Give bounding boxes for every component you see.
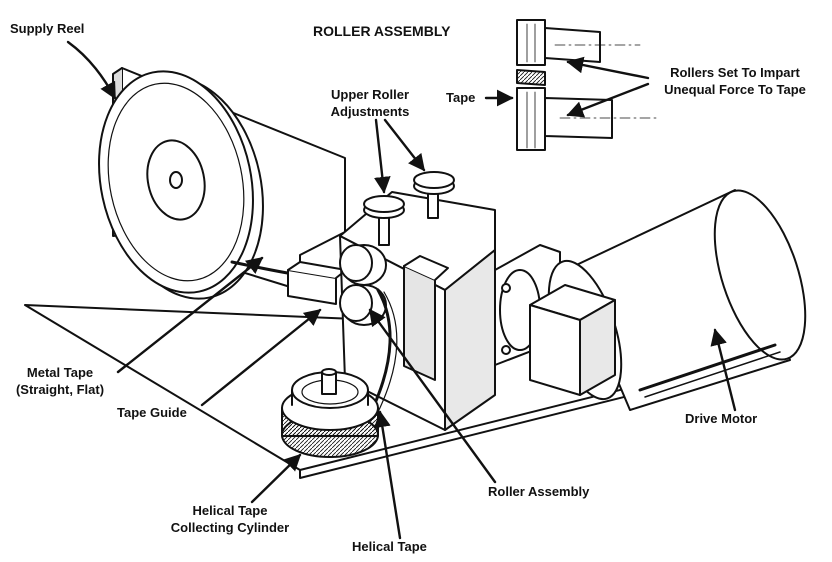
label-helical-tape: Helical Tape	[352, 539, 427, 554]
label-upper-roller-line2: Adjustments	[330, 104, 410, 119]
supply-reel	[98, 70, 264, 300]
upper-roller	[339, 244, 387, 286]
label-upper-roller-line1: Upper Roller	[330, 87, 409, 102]
tape-guide	[287, 261, 347, 305]
arrow-knob-right	[383, 118, 426, 172]
arrow-knob-left	[373, 118, 391, 194]
label-helical-cylinder: Helical Tape Collecting Cylinder	[150, 502, 310, 536]
roller-assembly-inset	[516, 19, 661, 151]
label-metal-tape: Metal Tape (Straight, Flat)	[0, 364, 120, 398]
arrow-rollers-lower	[566, 82, 650, 118]
lower-roller	[339, 284, 387, 326]
label-roller-assembly-title: ROLLER ASSEMBLY	[313, 23, 451, 39]
arrow-roller-assembly	[368, 308, 497, 484]
callout-arrows	[66, 40, 737, 540]
arrow-tape-guide	[200, 308, 322, 407]
label-tape: Tape	[446, 90, 476, 105]
label-upper-roller-adjustments: Upper Roller Adjustments	[305, 86, 435, 120]
label-rollers-set-line1: Rollers Set To Impart	[670, 65, 800, 80]
gearbox	[529, 284, 616, 396]
label-drive-motor: Drive Motor	[685, 411, 758, 426]
label-metal-tape-line2: (Straight, Flat)	[15, 382, 105, 397]
adjustment-knob-right	[413, 171, 455, 219]
helical-tape	[370, 288, 392, 412]
arrow-collecting-cylinder	[250, 453, 302, 504]
arrow-drive-motor	[710, 328, 737, 412]
drive-motor	[547, 189, 807, 411]
arrow-supply-reel	[66, 40, 117, 100]
label-supply-reel: Supply Reel	[10, 21, 85, 36]
label-rollers-set: Rollers Set To Impart Unequal Force To T…	[645, 64, 825, 98]
adjustment-knob-left	[363, 195, 405, 246]
arrow-metal-tape	[116, 256, 264, 374]
label-roller-assembly: Roller Assembly	[488, 484, 590, 499]
collecting-cylinder	[281, 368, 379, 458]
arrow-helical-tape	[374, 410, 402, 540]
label-metal-tape-line1: Metal Tape	[26, 365, 94, 380]
label-rollers-set-line2: Unequal Force To Tape	[664, 82, 806, 97]
arrow-rollers-upper	[566, 56, 650, 80]
label-helical-cylinder-line1: Helical Tape	[192, 503, 268, 518]
label-helical-cylinder-line2: Collecting Cylinder	[170, 520, 290, 535]
label-tape-guide: Tape Guide	[117, 405, 187, 420]
